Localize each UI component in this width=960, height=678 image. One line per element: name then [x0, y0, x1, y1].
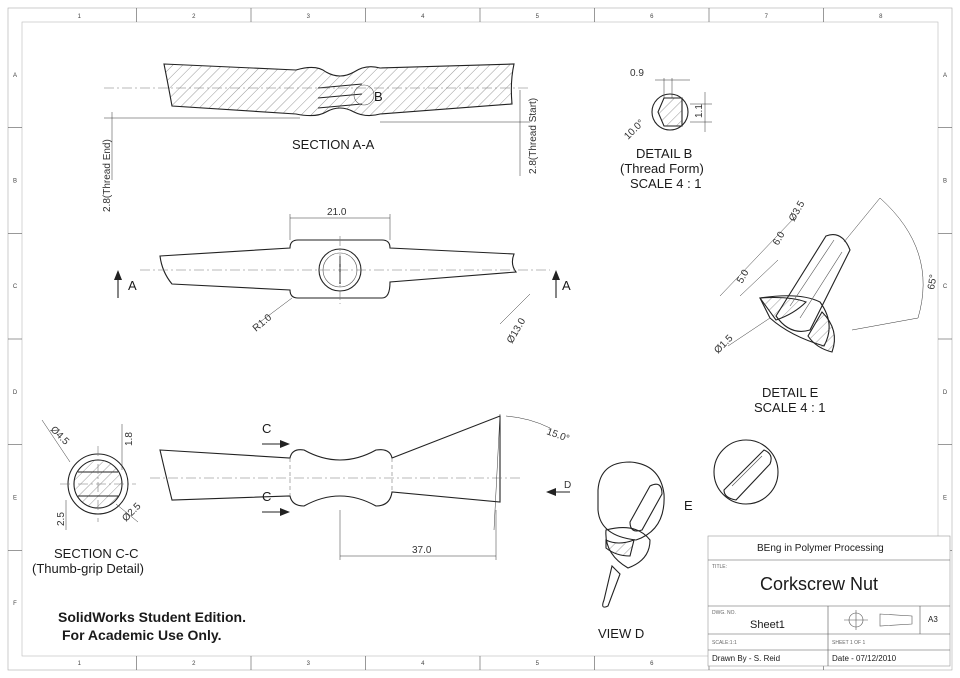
zone-col-top-6: 6	[650, 14, 654, 20]
zone-row-left-A: A	[13, 73, 17, 79]
bottom-dim-1: 37.0	[412, 545, 432, 556]
title-block-scale-field: SCALE:1:1	[712, 640, 737, 646]
detail-b-dim-2: 10.0°	[622, 118, 646, 142]
end-view	[713, 439, 779, 505]
detail-b-view: 0.9 1.1 10.0° DETAIL B (Thread Form) SCA…	[620, 68, 712, 191]
detail-e-dim-3: Ø1.5	[712, 333, 735, 356]
zone-col-bottom-1: 1	[78, 661, 82, 667]
zone-row-left-C: C	[13, 284, 18, 290]
section-arrow-right-label: A	[562, 278, 571, 293]
detail-e-scale: SCALE 4 : 1	[754, 400, 826, 415]
zone-row-left-D: D	[13, 390, 18, 396]
bottom-view: 15.0° 37.0 C C D	[150, 413, 571, 560]
detail-e-dim-0: Ø3.5	[787, 199, 808, 224]
detail-e-dim-1: 6.0	[771, 230, 788, 248]
watermark-line-2: For Academic Use Only.	[62, 627, 222, 643]
detail-e-view: Ø3.5 6.0 5.0 Ø1.5 65° DETAIL E SCALE 4 :…	[712, 197, 940, 415]
view-d-callout-e: E	[684, 498, 693, 513]
zone-col-bottom-5: 5	[536, 661, 540, 667]
section-c-c-dim-0: Ø4.5	[48, 424, 71, 447]
cut-label-bottom: C	[262, 489, 271, 504]
view-d: E VIEW D	[597, 461, 693, 641]
front-dim-1: R1.0	[251, 312, 275, 334]
detail-e-dim-4: 65°	[926, 274, 939, 291]
zone-col-bottom-2: 2	[192, 661, 196, 667]
zone-markers: 1122334455667788AABBCCDDEEFF	[8, 8, 952, 670]
front-dim-0: 21.0	[327, 207, 347, 218]
detail-e-title: DETAIL E	[762, 385, 819, 400]
section-c-c-dim-3: Ø2.5	[120, 501, 143, 524]
zone-col-bottom-3: 3	[307, 661, 311, 667]
title-block-dwg-field: DWG. NO.	[712, 610, 736, 616]
detail-b-dim-1: 1.1	[694, 104, 705, 118]
detail-b-title: DETAIL B	[636, 146, 692, 161]
cut-label-top: C	[262, 421, 271, 436]
title-block-size: A3	[928, 615, 938, 624]
detail-b-subtitle: (Thread Form)	[620, 161, 704, 176]
zone-row-left-B: B	[13, 179, 17, 185]
view-d-arrow-label: D	[564, 480, 571, 491]
zone-col-bottom-4: 4	[421, 661, 425, 667]
zone-col-top-1: 1	[78, 14, 82, 20]
thread-start-dimension: 2.8(Thread Start)	[528, 98, 539, 174]
zone-col-bottom-6: 6	[650, 661, 654, 667]
zone-row-right-E: E	[943, 496, 947, 502]
zone-col-top-7: 7	[765, 14, 769, 20]
thread-end-dimension: 2.8(Thread End)	[102, 139, 113, 212]
zone-row-right-A: A	[943, 73, 947, 79]
title-block-company: BEng in Polymer Processing	[757, 543, 884, 554]
title-block-title-field: TITLE:	[712, 564, 727, 570]
front-view: 21.0 R1.0 Ø13.0 A A	[114, 207, 571, 346]
title-block-dwg-no: Sheet1	[750, 619, 785, 631]
zone-row-right-B: B	[943, 179, 947, 185]
zone-row-right-C: C	[943, 284, 948, 290]
watermark-line-1: SolidWorks Student Edition.	[58, 609, 246, 625]
zone-col-top-3: 3	[307, 14, 311, 20]
bottom-dim-0: 15.0°	[545, 426, 571, 444]
section-a-a-callout-b: B	[374, 89, 383, 104]
title-block: BEng in Polymer Processing TITLE: Corksc…	[707, 535, 951, 667]
zone-col-top-4: 4	[421, 14, 425, 20]
zone-col-top-8: 8	[879, 14, 883, 20]
section-a-a-view: B SECTION A-A 2.8(Thread End) 2.8(Thread…	[102, 63, 539, 212]
title-block-date: Date - 07/12/2010	[832, 654, 897, 663]
title-block-sheet-field: SHEET 1 OF 1	[832, 640, 865, 646]
section-arrow-left-label: A	[128, 278, 137, 293]
detail-e-dim-2: 5.0	[735, 268, 752, 286]
title-block-drawn-by: Drawn By - S. Reid	[712, 654, 780, 663]
zone-col-top-5: 5	[536, 14, 540, 20]
section-a-a-title: SECTION A-A	[292, 137, 375, 152]
section-c-c-dim-1: 1.8	[124, 432, 135, 446]
zone-col-top-2: 2	[192, 14, 196, 20]
detail-b-scale: SCALE 4 : 1	[630, 176, 702, 191]
front-dim-2: Ø13.0	[505, 316, 528, 345]
section-c-c-title: SECTION C-C	[54, 546, 139, 561]
section-c-c-view: Ø4.5 1.8 2.5 Ø2.5 SECTION C-C (Thumb-gri…	[32, 419, 144, 576]
section-c-c-subtitle: (Thumb-grip Detail)	[32, 561, 144, 576]
detail-b-dim-0: 0.9	[630, 68, 644, 79]
view-d-title: VIEW D	[598, 626, 644, 641]
zone-row-left-F: F	[13, 601, 17, 607]
title-block-title: Corkscrew Nut	[760, 574, 878, 594]
zone-row-right-D: D	[943, 390, 948, 396]
zone-row-left-E: E	[13, 496, 17, 502]
section-c-c-dim-2: 2.5	[56, 512, 67, 526]
